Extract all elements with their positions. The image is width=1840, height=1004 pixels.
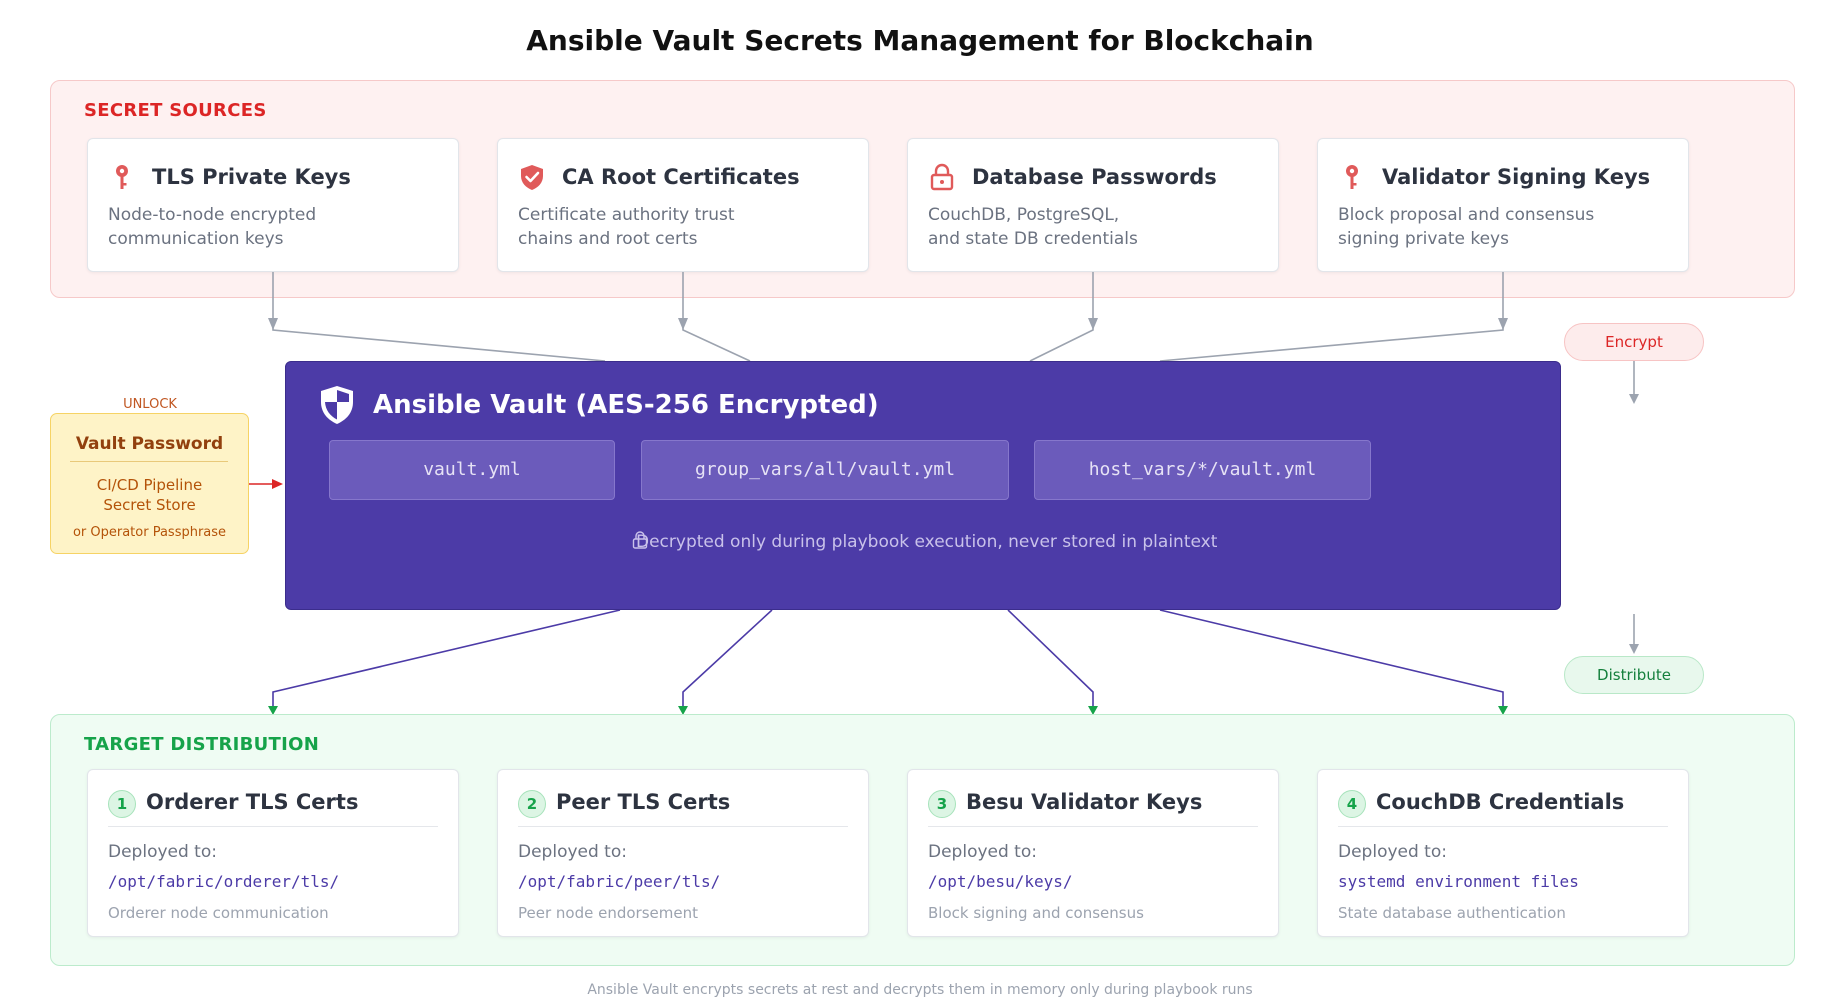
divider <box>928 826 1258 827</box>
unlock-label: UNLOCK <box>123 397 177 412</box>
vault-note: Decrypted only during playbook execution… <box>636 532 1218 552</box>
vault-password-box[interactable] <box>50 413 249 554</box>
target-note: Orderer node communication <box>108 904 329 922</box>
target-note: Block signing and consensus <box>928 904 1144 922</box>
source-card-database-passwords[interactable]: Database Passwords CouchDB, PostgreSQL,a… <box>907 138 1279 272</box>
vault-title: Ansible Vault (AES-256 Encrypted) <box>373 390 879 420</box>
key-icon <box>116 165 128 189</box>
diagram-title: Ansible Vault Secrets Management for Blo… <box>526 24 1314 57</box>
secret-sources-label: SECRET SOURCES <box>84 100 267 121</box>
divider <box>518 826 848 827</box>
step-number-badge: 1 <box>108 790 136 818</box>
password-source-line: CI/CD Pipeline <box>96 476 203 494</box>
lock-icon <box>930 163 954 191</box>
lock-icon <box>632 531 648 549</box>
target-title: Peer TLS Certs <box>556 790 731 814</box>
divider <box>70 461 228 462</box>
vault-password-title: Vault Password <box>75 434 224 454</box>
target-title: Besu Validator Keys <box>966 790 1203 814</box>
deployed-to-label: Deployed to: <box>518 842 627 862</box>
step-number-badge: 3 <box>928 790 956 818</box>
vault-file[interactable]: vault.yml <box>329 440 615 500</box>
target-path: /opt/fabric/orderer/tls/ <box>108 872 340 891</box>
step-number-badge: 2 <box>518 790 546 818</box>
shield-check-icon <box>521 165 543 190</box>
password-source-line: or Operator Passphrase <box>72 525 227 540</box>
target-path: systemd environment files <box>1338 872 1579 891</box>
target-path: /opt/besu/keys/ <box>928 872 1073 891</box>
distribute-badge: Distribute <box>1564 656 1704 694</box>
deployed-to-label: Deployed to: <box>1338 842 1447 862</box>
target-note: Peer node endorsement <box>518 904 698 922</box>
divider <box>1338 826 1668 827</box>
vault-file[interactable]: group_vars/all/vault.yml <box>641 440 1009 500</box>
source-description: CouchDB, PostgreSQL,and state DB credent… <box>928 205 1138 249</box>
encrypt-badge: Encrypt <box>1564 323 1704 361</box>
target-title: CouchDB Credentials <box>1376 790 1625 814</box>
deployed-to-label: Deployed to: <box>928 842 1037 862</box>
source-title: CA Root Certificates <box>562 165 800 189</box>
source-title: TLS Private Keys <box>152 165 351 189</box>
target-title: Orderer TLS Certs <box>146 790 359 814</box>
target-distribution-label: TARGET DISTRIBUTION <box>84 734 320 755</box>
step-number-badge: 4 <box>1338 790 1366 818</box>
source-card-ca-root-certificates[interactable]: CA Root Certificates Certificate authori… <box>497 138 869 272</box>
source-card-validator-signing-keys[interactable]: Validator Signing Keys Block proposal an… <box>1317 138 1689 272</box>
source-title: Database Passwords <box>972 165 1217 189</box>
shield-icon <box>321 386 353 424</box>
target-card-orderer-tls-certs[interactable]: 1 Orderer TLS Certs Deployed to: /opt/fa… <box>87 769 459 937</box>
target-note: State database authentication <box>1338 904 1566 922</box>
divider <box>108 826 438 827</box>
footer-caption: Ansible Vault encrypts secrets at rest a… <box>587 982 1253 998</box>
deployed-to-label: Deployed to: <box>108 842 217 862</box>
target-card-peer-tls-certs[interactable]: 2 Peer TLS Certs Deployed to: /opt/fabri… <box>497 769 869 937</box>
key-icon <box>1346 165 1358 189</box>
target-path: /opt/fabric/peer/tls/ <box>518 872 721 891</box>
vault-file[interactable]: host_vars/*/vault.yml <box>1034 440 1371 500</box>
source-title: Validator Signing Keys <box>1382 165 1651 189</box>
target-card-besu-validator-keys[interactable]: 3 Besu Validator Keys Deployed to: /opt/… <box>907 769 1279 937</box>
target-card-couchdb-credentials[interactable]: 4 CouchDB Credentials Deployed to: syste… <box>1317 769 1689 937</box>
password-source-line: Secret Store <box>103 496 196 514</box>
